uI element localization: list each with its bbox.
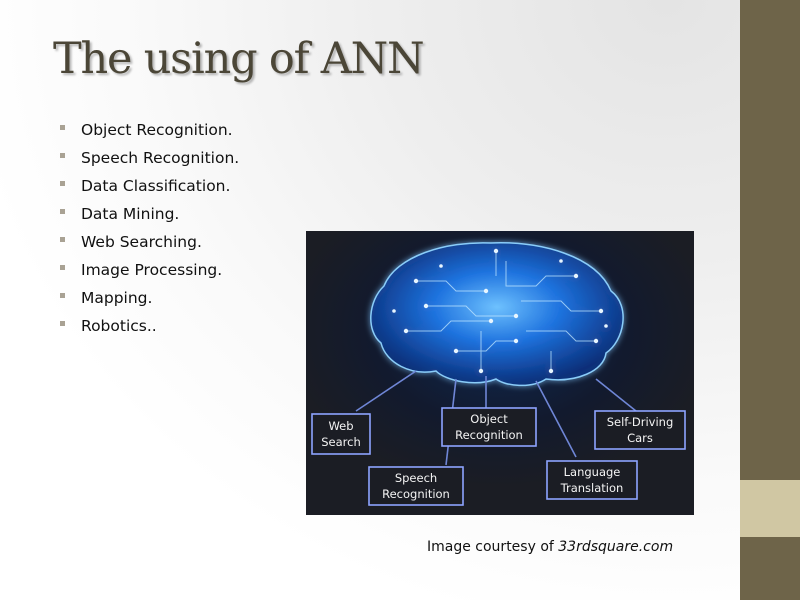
- bullet-item: Data Mining.: [60, 202, 239, 230]
- box-speech-recognition: [368, 466, 464, 506]
- caption-source: 33rdsquare.com: [558, 539, 674, 555]
- box-self-driving-cars: [594, 410, 686, 450]
- bullet-item: Image Processing.: [60, 258, 239, 286]
- bullet-item: Data Classification.: [60, 174, 239, 202]
- image-caption: Image courtesy of 33rdsquare.com: [427, 539, 673, 555]
- box-label: Recognition: [382, 487, 450, 501]
- caption-prefix: Image courtesy of: [427, 539, 559, 555]
- box-web-search: [311, 413, 371, 455]
- box-label: Search: [321, 435, 361, 449]
- brain-diagram: Web Search Object Recognition Self-Drivi…: [306, 231, 694, 515]
- box-language-translation: [546, 460, 638, 500]
- bullet-list: Object Recognition. Speech Recognition. …: [60, 118, 239, 342]
- bullet-item: Object Recognition.: [60, 118, 239, 146]
- box-label: Cars: [627, 431, 653, 445]
- box-label: Object: [470, 412, 508, 426]
- ann-brain-image: Web Search Object Recognition Self-Drivi…: [306, 231, 694, 515]
- box-label: Speech: [395, 471, 437, 485]
- bullet-item: Web Searching.: [60, 230, 239, 258]
- slide-title: The using of ANN: [53, 34, 425, 84]
- bullet-item: Robotics..: [60, 314, 239, 342]
- bullet-item: Mapping.: [60, 286, 239, 314]
- box-label: Recognition: [455, 428, 523, 442]
- bullet-item: Speech Recognition.: [60, 146, 239, 174]
- box-label: Translation: [560, 481, 624, 495]
- box-object-recognition: [441, 407, 537, 447]
- box-label: Web: [328, 419, 353, 433]
- box-label: Language: [564, 465, 621, 479]
- sidebar-accent-block: [740, 480, 800, 537]
- brain-icon: [370, 242, 624, 387]
- box-label: Self-Driving: [607, 415, 674, 429]
